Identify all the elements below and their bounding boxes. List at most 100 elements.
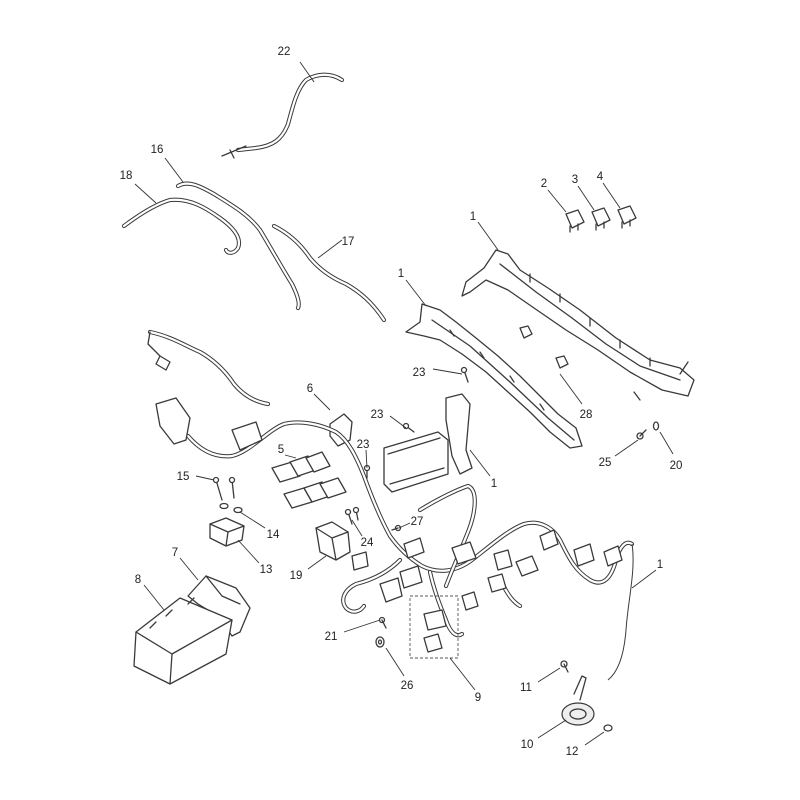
callout-leader-line bbox=[365, 449, 368, 469]
callout-number: 25 bbox=[599, 457, 612, 469]
callout-leader-line bbox=[389, 415, 407, 429]
callout-leader-line bbox=[179, 557, 199, 581]
callout-c-1c: 1 bbox=[469, 449, 497, 490]
callout-c-16: 16 bbox=[151, 144, 184, 183]
callout-number: 23 bbox=[357, 439, 370, 451]
callout-leader-line bbox=[385, 647, 405, 677]
callout-number: 10 bbox=[521, 739, 534, 751]
harness-connectors bbox=[155, 397, 623, 611]
part-16-cable bbox=[175, 181, 301, 311]
callout-leader-line bbox=[477, 221, 499, 251]
callout-number: 23 bbox=[413, 367, 426, 379]
callout-leader-line bbox=[239, 511, 266, 529]
part-1-harness-bracket-upper bbox=[461, 249, 695, 401]
callout-number: 13 bbox=[260, 564, 273, 576]
callout-leader-line bbox=[398, 522, 411, 529]
callout-leader-line bbox=[602, 182, 621, 209]
callout-leader-line bbox=[237, 539, 260, 564]
callout-leader-line bbox=[134, 183, 157, 204]
part-15-bolts bbox=[212, 476, 236, 501]
part-1-ecu-bracket bbox=[383, 393, 473, 493]
callout-number: 12 bbox=[566, 746, 579, 758]
sub-harness-left bbox=[147, 329, 271, 407]
callout-number: 19 bbox=[290, 570, 303, 582]
callout-c-18: 18 bbox=[120, 170, 157, 204]
part-8-battery bbox=[133, 597, 233, 685]
callout-number: 15 bbox=[177, 471, 190, 483]
callout-number: 4 bbox=[597, 171, 604, 183]
part-4-fuse bbox=[617, 205, 637, 229]
callout-c-14: 14 bbox=[239, 511, 280, 541]
part-24-screws bbox=[344, 506, 360, 525]
callout-number: 23 bbox=[371, 409, 384, 421]
callout-leader-line bbox=[317, 239, 343, 259]
callout-c-22: 22 bbox=[278, 46, 315, 83]
part-28-clips bbox=[519, 325, 569, 369]
part-2-fuse bbox=[565, 209, 585, 233]
callout-leader-line bbox=[537, 719, 567, 739]
callout-c-21: 21 bbox=[325, 619, 381, 643]
callout-leader-line bbox=[432, 368, 463, 375]
callout-number: 17 bbox=[342, 236, 355, 248]
part-14-washers bbox=[219, 502, 243, 514]
callout-leader-line bbox=[343, 619, 381, 633]
callout-number: 9 bbox=[475, 692, 481, 704]
callout-c-26: 26 bbox=[385, 647, 414, 692]
callout-number: 1 bbox=[657, 559, 663, 571]
part-21-screw bbox=[378, 616, 387, 629]
callout-leader-line bbox=[537, 667, 561, 683]
callout-leader-line bbox=[577, 185, 595, 211]
callout-c-13: 13 bbox=[237, 539, 273, 576]
part-6-connector bbox=[329, 413, 353, 447]
callout-leader-line bbox=[405, 279, 427, 307]
callout-c-24: 24 bbox=[351, 519, 374, 549]
callout-c-15: 15 bbox=[177, 471, 215, 483]
callout-c-4: 4 bbox=[597, 171, 621, 209]
callout-c-3: 3 bbox=[572, 174, 595, 211]
callout-number: 1 bbox=[398, 268, 404, 280]
callout-c-11: 11 bbox=[520, 667, 561, 694]
callout-c-1a: 1 bbox=[470, 211, 499, 251]
callout-c-7: 7 bbox=[172, 547, 199, 581]
part-25-screw bbox=[636, 429, 647, 440]
callout-leader-line bbox=[547, 189, 567, 213]
callout-c-28: 28 bbox=[559, 373, 593, 421]
callout-leader-line bbox=[313, 393, 331, 411]
part-10-horn bbox=[561, 675, 595, 726]
part-20-grommet bbox=[652, 421, 660, 431]
callout-number: 26 bbox=[401, 680, 414, 692]
callout-number: 27 bbox=[411, 516, 424, 528]
callout-leader-line bbox=[284, 454, 297, 459]
part-12-ring bbox=[603, 724, 613, 732]
callout-number: 8 bbox=[135, 574, 141, 586]
callout-leader-line bbox=[631, 569, 657, 589]
callout-number: 28 bbox=[580, 409, 593, 421]
callout-leader-line bbox=[195, 475, 215, 481]
part-13-block bbox=[209, 517, 245, 547]
callout-number: 20 bbox=[670, 460, 683, 472]
callout-leader-line bbox=[469, 449, 491, 477]
callout-c-23a: 23 bbox=[413, 367, 463, 379]
callout-number: 24 bbox=[361, 537, 374, 549]
part-26-grommet bbox=[375, 636, 385, 648]
callout-c-8: 8 bbox=[135, 574, 165, 611]
callout-c-25: 25 bbox=[599, 439, 639, 469]
part-18-cable bbox=[121, 197, 242, 255]
callout-leader-line bbox=[299, 61, 315, 83]
callout-c-1d: 1 bbox=[631, 559, 663, 589]
callout-leader-line bbox=[449, 657, 476, 691]
callout-number: 6 bbox=[307, 383, 313, 395]
callout-number: 22 bbox=[278, 46, 291, 58]
callout-number: 1 bbox=[470, 211, 476, 223]
callout-c-27: 27 bbox=[398, 516, 424, 529]
callout-c-9: 9 bbox=[449, 657, 481, 704]
callout-number: 5 bbox=[278, 444, 284, 456]
part-5-relays bbox=[271, 451, 347, 509]
part-27-screw bbox=[391, 524, 402, 532]
part-9-sub-harness-box bbox=[409, 595, 459, 659]
callout-number: 16 bbox=[151, 144, 164, 156]
callout-number: 18 bbox=[120, 170, 133, 182]
part-11-screw bbox=[560, 660, 569, 673]
part-19-holder bbox=[315, 521, 351, 561]
